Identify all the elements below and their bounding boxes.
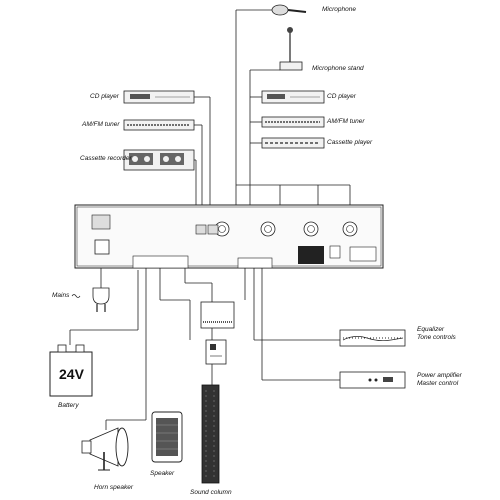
- mains-plug-icon: [71, 287, 110, 312]
- cassette-player-label: Cassette player: [327, 139, 373, 146]
- cd-player-left-label: CD player: [90, 93, 119, 100]
- cd-player-left-icon: [123, 90, 195, 104]
- battery-label: Battery: [58, 402, 79, 409]
- tone-controls-label: Tone controls: [417, 334, 456, 341]
- speaker-icon: [151, 411, 183, 463]
- mains-label: Mains: [52, 292, 70, 299]
- cassette-player-icon: [261, 137, 325, 149]
- volume-control-icon: [205, 339, 227, 365]
- equalizer-icon: [339, 329, 406, 347]
- battery-icon: [49, 344, 93, 397]
- sound-column-icon: [201, 384, 220, 484]
- equalizer-label: Equalizer: [417, 326, 445, 333]
- amfm-tuner-left-label: AM/FM tuner: [82, 121, 120, 128]
- master-control-label: Master control: [417, 380, 459, 387]
- microphone-stand-icon: [279, 27, 303, 71]
- cd-player-right-label: CD player: [327, 93, 356, 100]
- microphone-icon: [271, 4, 307, 16]
- power-amplifier-icon: [339, 371, 406, 389]
- horn-speaker-icon: [81, 427, 129, 471]
- amfm-tuner-right-label: AM/FM tuner: [327, 118, 365, 125]
- amfm-tuner-right-icon: [261, 116, 325, 128]
- speaker-label: Speaker: [150, 470, 175, 477]
- amfm-tuner-left-icon: [123, 119, 195, 131]
- horn-speaker-label: Horn speaker: [94, 484, 134, 491]
- microphone-stand-label: Microphone stand: [312, 65, 364, 72]
- battery-voltage-label: 24V: [59, 366, 84, 382]
- connection-lines: [69, 9, 351, 430]
- cassette-recorder-label: Cassette recorder: [80, 155, 132, 162]
- sound-column-label: Sound column: [190, 489, 232, 496]
- small-speaker-icon: [200, 301, 235, 329]
- microphone-label: Microphone: [322, 6, 356, 13]
- cassette-recorder-icon: [123, 149, 195, 171]
- mixer-amplifier-unit: [74, 204, 384, 269]
- power-amplifier-label: Power amplifier: [417, 372, 462, 379]
- cd-player-right-icon: [261, 90, 325, 104]
